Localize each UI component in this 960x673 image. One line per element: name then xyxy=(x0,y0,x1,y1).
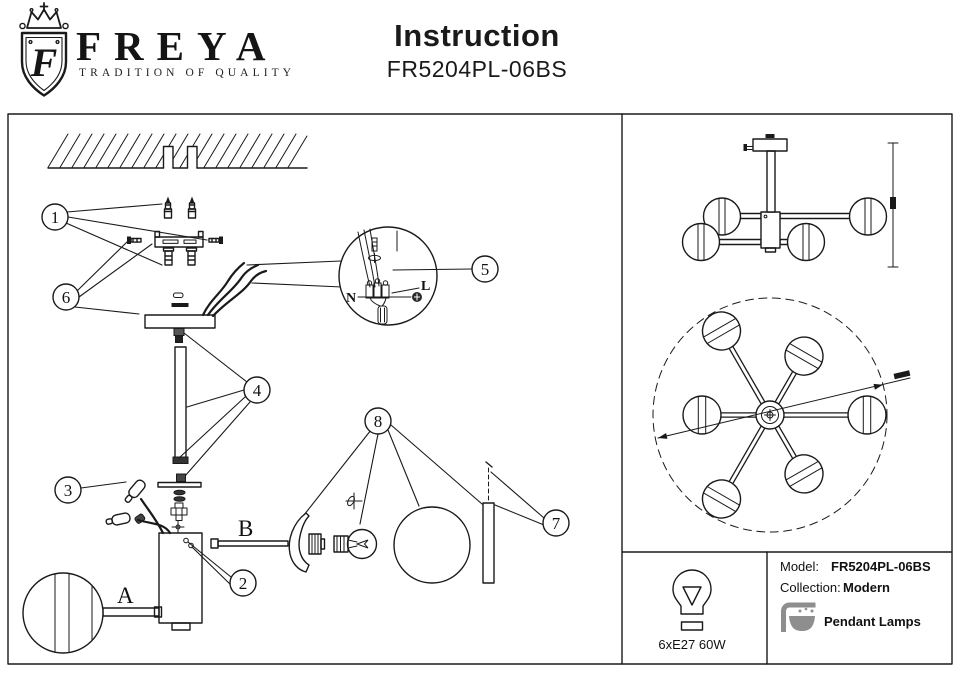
wall-anchors-top xyxy=(163,196,197,219)
wiring-detail-circle: N L xyxy=(338,226,438,326)
support-rod xyxy=(482,461,495,584)
brand-tagline: TRADITION OF QUALITY xyxy=(79,67,296,79)
bulb-spec: 6xE27 60W xyxy=(658,637,726,652)
shade-holder xyxy=(288,512,326,573)
callout-2-number: 2 xyxy=(239,574,248,593)
label-neutral: N xyxy=(346,291,356,306)
label-live: L xyxy=(421,279,430,294)
callout-8-number: 8 xyxy=(374,412,383,431)
downrod xyxy=(172,346,189,464)
lamp-body xyxy=(153,532,203,631)
wall-anchors-bottom xyxy=(162,247,198,266)
title-block: Instruction FR5204PL-06BS xyxy=(332,18,622,83)
crest-letter: F xyxy=(30,40,58,85)
callout-6: 6 xyxy=(52,239,153,315)
callout-6-number: 6 xyxy=(62,288,71,307)
callout-1: 1 xyxy=(41,203,208,266)
model-value: FR5204PL-06BS xyxy=(831,559,931,574)
label-b: B xyxy=(238,516,253,541)
freya-crest-logo: F xyxy=(19,2,69,97)
ceiling-hatch xyxy=(47,133,308,169)
height-dimension xyxy=(887,142,899,268)
model-label: Model: xyxy=(780,559,819,574)
finial-stack xyxy=(157,473,202,534)
callout-3: 3 xyxy=(54,476,127,504)
glass-globe xyxy=(393,506,471,584)
page-title: Instruction xyxy=(394,18,560,53)
category-label: Pendant Lamps xyxy=(824,614,921,629)
globe-assembly-a: A xyxy=(22,572,160,654)
callout-1-number: 1 xyxy=(51,208,60,227)
canopy xyxy=(144,292,216,343)
top-view xyxy=(652,297,911,533)
label-a: A xyxy=(117,583,134,608)
side-view xyxy=(681,134,899,268)
bulb-drawing xyxy=(333,492,378,560)
callout-3-number: 3 xyxy=(64,481,73,500)
callout-7: 7 xyxy=(490,471,570,537)
collection-label: Collection: xyxy=(780,580,841,595)
pendant-lamp-icon xyxy=(781,602,816,632)
diameter-dimension xyxy=(657,370,911,439)
supply-wires xyxy=(201,260,343,318)
terminal-block xyxy=(365,278,390,325)
screw-end-view xyxy=(171,520,185,534)
assembly-diagram: 1 6 xyxy=(22,133,570,654)
callout-8: 8 xyxy=(303,407,483,525)
bulb-icon xyxy=(672,569,712,631)
collection-value: Modern xyxy=(843,580,890,595)
canopy-screw xyxy=(743,144,754,151)
terminal-screw xyxy=(368,237,381,263)
callout-7-number: 7 xyxy=(552,514,561,533)
spec-panel: 6xE27 60W Model: FR5204PL-06BS Collectio… xyxy=(658,559,931,652)
ground-symbol xyxy=(412,292,422,302)
screw-icon xyxy=(345,492,363,510)
wire-connectors xyxy=(105,479,172,535)
callout-5-number: 5 xyxy=(481,260,490,279)
brand-name: FREYA xyxy=(76,23,279,69)
mounting-bracket xyxy=(154,230,204,248)
main-frame xyxy=(7,113,953,665)
callout-2: 2 xyxy=(187,541,257,597)
arm-b: B xyxy=(210,516,289,549)
callout-4: 4 xyxy=(178,332,271,477)
model-number: FR5204PL-06BS xyxy=(386,56,568,82)
callout-4-number: 4 xyxy=(253,381,262,400)
callout-5: 5 xyxy=(392,255,499,283)
